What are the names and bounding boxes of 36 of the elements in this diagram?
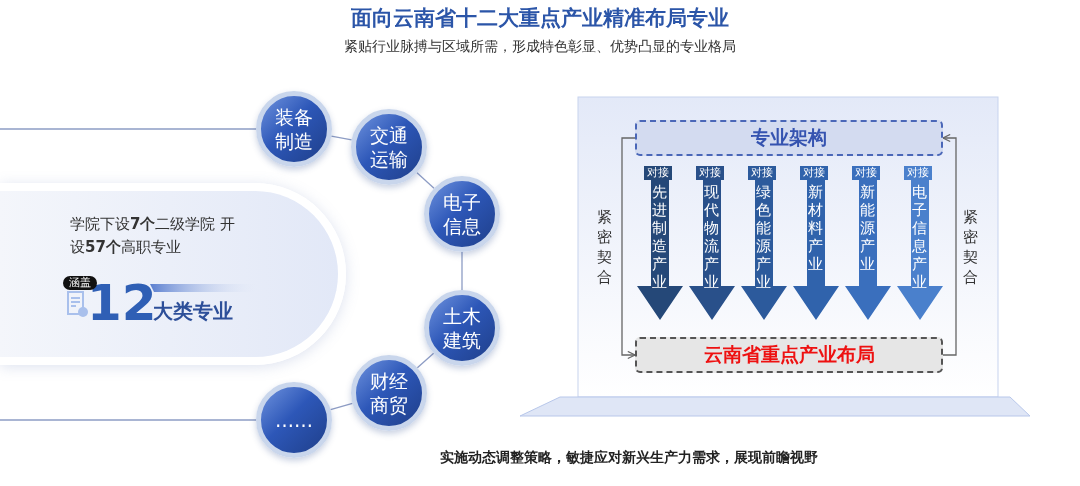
arrow-text: 新能源产业 xyxy=(859,183,875,273)
category-circle: 装备制造 xyxy=(256,91,332,167)
category-circle: 电子信息 xyxy=(424,176,500,252)
arrow-text: 先进制造产业 xyxy=(651,183,667,291)
title: 面向云南省十二大重点产业精准布局专业 xyxy=(350,5,730,32)
layout-box: 云南省重点产业布局 xyxy=(635,337,943,373)
connector-line xyxy=(416,172,435,189)
arrow xyxy=(621,137,636,360)
category-circle: 土木建筑 xyxy=(424,290,500,366)
tag-label: 对接 xyxy=(696,166,724,180)
category-text: 大类专业 xyxy=(153,298,233,324)
connector-line xyxy=(0,128,257,130)
arrow-text: 现代物流产业 xyxy=(703,183,719,291)
category-circle: 交通运输 xyxy=(351,109,427,185)
tag-label: 对接 xyxy=(852,166,880,180)
structure-box: 专业架构 xyxy=(635,120,943,156)
tag-label: 对接 xyxy=(644,166,672,180)
edge-label: 紧密契合 xyxy=(596,206,612,287)
connector-line xyxy=(416,352,435,369)
category-circle: 财经商贸 xyxy=(351,355,427,431)
category-circle: …… xyxy=(256,382,332,458)
caption: 实施动态调整策略，敏捷应对新兴生产力需求，展现前瞻视野 xyxy=(440,449,819,467)
connector-line xyxy=(330,135,353,141)
subtitle: 紧贴行业脉搏与区域所需，形成特色彰显、优势凸显的专业格局 xyxy=(343,38,737,56)
intro-text: 学院下设7个二级学院 开设57个高职专业 xyxy=(70,214,237,258)
tag-label: 对接 xyxy=(904,166,932,180)
connector-line xyxy=(0,419,257,421)
arrow xyxy=(942,133,957,356)
tag-label: 对接 xyxy=(748,166,776,180)
arrow-text: 新材料产业 xyxy=(807,183,823,273)
tag-label: 对接 xyxy=(800,166,828,180)
edge-label: 紧密契合 xyxy=(962,206,978,287)
connector-line xyxy=(461,251,463,291)
connector-line xyxy=(329,402,354,411)
arrow-text: 电子信息产业 xyxy=(911,183,927,291)
arrow-text: 绿色能源产业 xyxy=(755,183,771,291)
